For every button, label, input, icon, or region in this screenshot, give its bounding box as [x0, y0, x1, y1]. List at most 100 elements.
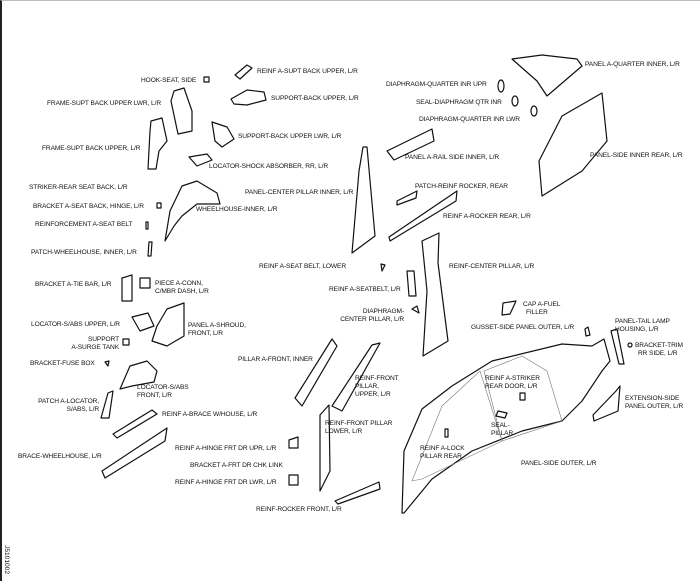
label-line: BRACKET-TRIM	[635, 342, 683, 349]
document-id: J5101002	[2, 545, 10, 574]
label-line: FILLER	[526, 309, 548, 316]
part-panel-shroud	[151, 302, 185, 347]
part-wheelhouse-inner	[164, 180, 221, 242]
label-line: HOUSING, L/R	[615, 326, 659, 333]
part-support-back-upper-lwr	[211, 121, 235, 148]
label-patch-wheelhouse-inner: PATCH-WHEELHOUSE, INNER, L/R	[31, 249, 137, 256]
part-patch-wheelhouse	[147, 241, 153, 257]
label-panel-side-outer: PANEL-SIDE OUTER, L/R	[521, 460, 597, 467]
part-reinf-rocker-rear	[388, 190, 458, 242]
part-panel-side-inner-rear	[538, 92, 608, 197]
part-brace-wheelhouse	[101, 427, 168, 479]
part-bracket-seat-back	[156, 202, 162, 209]
part-locator-sabs-front	[119, 360, 158, 390]
part-patch-locator	[100, 390, 114, 419]
part-reinf-front-pillar-lower	[319, 404, 331, 492]
label-line: RR SIDE, L/R	[638, 350, 678, 357]
label-diaphragm-qtr-upr: DIAPHRAGM-QUARTER INR UPR	[386, 81, 487, 88]
part-diaphragm-qtr-upr	[497, 79, 505, 93]
label-line: PILLAR	[491, 430, 514, 437]
label-line: PATCH A-LOCATOR,	[38, 398, 99, 405]
label-line: UPPER, L/R	[355, 391, 391, 398]
label-panel-rail-side-inner: PANEL A-RAIL SIDE INNER, L/R	[405, 154, 500, 161]
label-line: SEAL-	[491, 422, 510, 429]
label-line: REINF-FRONT PILLAR	[325, 420, 393, 427]
part-panel-quarter-inner	[511, 54, 583, 97]
part-diaphragm-center	[411, 305, 420, 314]
label-line: REINF A-LOCK	[420, 445, 465, 452]
part-reinf-striker	[519, 392, 526, 401]
label-line: S/ABS, L/R	[66, 406, 99, 413]
part-panel-rail-side-inner	[386, 128, 435, 161]
label-reinf-brace-whouse: REINF A-BRACE W/HOUSE, L/R	[162, 411, 258, 418]
label-support-back-upper-lwr: SUPPORT-BACK UPPER LWR, L/R	[238, 133, 342, 140]
part-bracket-trim	[627, 342, 633, 348]
label-reinf-seat-belt-lower: REINF A-SEAT BELT, LOWER	[259, 263, 347, 270]
part-reinf-hinge-lwr	[288, 474, 299, 486]
label-line: FRONT, L/R	[188, 330, 223, 337]
label-line: SUPPORT	[87, 336, 119, 343]
label-reinf-hinge-lwr: REINF A-HINGE FRT DR LWR, L/R	[175, 479, 277, 486]
label-piece-conn: PIECE A-CONN,C/MBR DASH, L/R	[155, 280, 209, 296]
label-line: EXTENSION-SIDE	[625, 395, 680, 402]
label-reinf-center-pillar: REINF-CENTER PILLAR, L/R	[449, 263, 535, 270]
label-reinforcement-seat-belt: REINFORCEMENT A-SEAT BELT	[35, 221, 133, 228]
label-line: C/MBR DASH, L/R	[155, 288, 209, 295]
part-tail-lamp	[610, 328, 625, 365]
label-line: FRONT, L/R	[137, 392, 172, 399]
label-bracket-fuse-box: BRACKET-FUSE BOX	[30, 360, 95, 367]
label-hook-seat: HOOK-SEAT, SIDE	[141, 77, 197, 84]
label-line: PANEL OUTER, L/R	[625, 403, 684, 410]
label-wheelhouse-inner: WHEELHOUSE-INNER, L/R	[196, 206, 278, 213]
label-line: CAP A-FUEL	[523, 301, 561, 308]
part-pillar-front-inner	[294, 338, 338, 407]
label-line: A-SURGE TANK	[71, 344, 119, 351]
label-line: REAR DOOR, L/R	[485, 383, 538, 390]
part-support-back-upper	[230, 89, 267, 106]
label-reinf-supt-back-upper: REINF A-SUPT BACK UPPER, L/R	[257, 68, 358, 75]
label-reinf-hinge-upr: REINF A-HINGE FRT DR UPR, L/R	[175, 445, 277, 452]
label-brace-wheelhouse: BRACE-WHEELHOUSE, L/R	[18, 453, 102, 460]
label-line: REINF-FRONT	[355, 375, 399, 382]
label-panel-shroud: PANEL A-SHROUD,FRONT, L/R	[188, 322, 246, 338]
label-line: LOCATOR-S/ABS	[137, 384, 189, 391]
part-reinf-hinge-upr	[288, 436, 299, 449]
label-gusset-side-panel: GUSSET-SIDE PANEL OUTER, L/R	[471, 324, 575, 331]
part-frame-supt-back-upper	[147, 117, 168, 170]
label-reinf-rocker-rear: REINF A-ROCKER REAR, L/R	[443, 213, 531, 220]
part-reinf-brace-whouse	[112, 409, 158, 439]
label-frame-supt-back-upper: FRAME-SUPT BACK UPPER, L/R	[42, 145, 141, 152]
part-reinf-rocker-front	[334, 481, 381, 505]
part-patch-reinf-rocker	[396, 190, 418, 206]
part-seal-diaphragm	[511, 95, 519, 107]
part-locator-sabs-upper	[131, 312, 155, 332]
label-reinf-seatbelt: REINF A-SEATBELT, L/R	[329, 286, 401, 293]
label-locator-shock-absorber: LOCATOR-SHOCK ABSORBER, RR, L/R	[209, 163, 329, 170]
label-reinf-rocker-front: REINF-ROCKER FRONT, L/R	[256, 506, 342, 513]
label-locator-sabs-upper: LOCATOR-S/ABS UPPER, L/R	[31, 321, 120, 328]
part-reinf-front-pillar-upper	[331, 342, 381, 412]
label-line: PIECE A-CONN,	[155, 280, 203, 287]
part-bracket-fuse-box	[104, 360, 110, 367]
part-panel-center-pillar-inner	[351, 146, 376, 254]
label-panel-center-pillar-inner: PANEL-CENTER PILLAR INNER, L/R	[245, 189, 354, 196]
label-line: PANEL A-SHROUD,	[188, 322, 246, 329]
label-pillar-front-inner: PILLAR A-FRONT, INNER	[238, 356, 313, 363]
label-diaphragm-qtr-lwr: DIAPHRAGM-QUARTER INR LWR	[419, 116, 520, 123]
label-panel-side-inner-rear: PANEL-SIDE INNER REAR, L/R	[590, 152, 683, 159]
part-seal-pillar	[495, 410, 508, 419]
label-line: DIAPHRAGM-	[362, 308, 404, 315]
label-diaphragm-center-pillar: DIAPHRAGM-CENTER PILLAR, L/R	[330, 308, 404, 324]
part-gusset	[584, 326, 591, 337]
label-striker-rear-seat-back: STRIKER-REAR SEAT BACK, L/R	[29, 184, 128, 191]
label-patch-locator: PATCH A-LOCATOR,S/ABS, L/R	[32, 398, 99, 414]
